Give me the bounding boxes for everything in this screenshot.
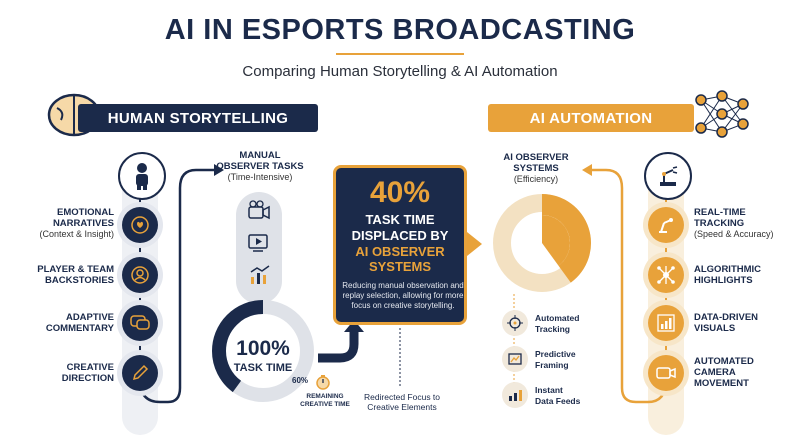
- manual-tasks-sub: (Time-Intensive): [227, 172, 293, 182]
- pencil-icon: [122, 355, 158, 391]
- remaining-creative-time: REMAINING CREATIVE TIME: [300, 393, 350, 408]
- center-stat-box: 40% TASK TIME DISPLACED BY AI OBSERVER S…: [333, 165, 467, 325]
- box-line-displaced: DISPLACED BY: [351, 228, 449, 243]
- video-camera-icon: [248, 200, 270, 220]
- ai-item-4: AUTOMATED CAMERA MOVEMENT: [694, 356, 798, 389]
- bar-chart-icon: [502, 382, 528, 408]
- ai-automation-banner: AI AUTOMATION: [488, 104, 694, 132]
- chart-icon: [648, 305, 684, 341]
- human-item-1-title: EMOTIONAL NARRATIVES: [52, 207, 114, 229]
- neural-network-icon: [695, 90, 749, 138]
- human-item-4-title: CREATIVE DIRECTION: [61, 362, 114, 384]
- ai-observer-title: AI OBSERVER SYSTEMS: [503, 152, 569, 174]
- human-item-3-title: ADAPTIVE COMMENTARY: [45, 312, 114, 334]
- ai-item-2-title: ALGORITHMIC HIGHLIGHTS: [694, 264, 762, 286]
- speech-bubble-icon: [122, 305, 158, 341]
- feature-instant-data-feeds: Instant Data Feeds: [535, 385, 581, 406]
- ai-item-1-sub: (Speed & Accuracy): [694, 229, 774, 239]
- manual-tasks-title: MANUAL OBSERVER TASKS: [216, 150, 304, 172]
- donut-label: TASK TIME: [233, 362, 293, 374]
- ai-observer-label: AI OBSERVER SYSTEMS (Efficiency): [494, 152, 578, 185]
- ai-item-2: ALGORITHMIC HIGHLIGHTS: [694, 264, 798, 286]
- title-divider: [336, 53, 464, 55]
- page-title: AI IN ESPORTS BROADCASTING: [164, 14, 636, 46]
- frame-icon: [502, 346, 528, 372]
- ai-item-4-title: AUTOMATED CAMERA MOVEMENT: [694, 356, 754, 389]
- robot-arm-icon: [644, 152, 692, 200]
- human-storytelling-banner: HUMAN STORYTELLING: [78, 104, 318, 132]
- analytics-chart-icon: [250, 265, 270, 284]
- replay-screen-icon: [248, 234, 268, 252]
- box-line-task-time: TASK TIME: [365, 212, 435, 227]
- target-icon: [502, 310, 528, 336]
- human-item-1: EMOTIONAL NARRATIVES (Context & Insight): [10, 207, 114, 240]
- player-profile-icon: [122, 257, 158, 293]
- heart-head-icon: [122, 207, 158, 243]
- ai-item-3-title: DATA-DRIVEN VISUALS: [694, 312, 759, 334]
- ai-observer-sub: (Efficiency): [513, 174, 559, 184]
- human-item-1-sub: (Context & Insight): [39, 229, 114, 239]
- manual-tasks-label: MANUAL OBSERVER TASKS (Time-Intensive): [212, 150, 308, 183]
- human-item-2: PLAYER & TEAM BACKSTORIES: [10, 264, 114, 286]
- ai-efficiency-donut: [493, 194, 591, 292]
- ai-item-3: DATA-DRIVEN VISUALS: [694, 312, 798, 334]
- displaced-percent: 40%: [369, 176, 431, 209]
- person-icon: [118, 152, 166, 200]
- feature-automated-tracking: Automated Tracking: [535, 313, 580, 334]
- ai-item-1-title: REAL-TIME TRACKING: [694, 207, 746, 229]
- page-subtitle: Comparing Human Storytelling & AI Automa…: [242, 63, 558, 80]
- human-item-2-title: PLAYER & TEAM BACKSTORIES: [37, 264, 114, 286]
- task-time-donut: [212, 300, 314, 402]
- ai-item-1: REAL-TIME TRACKING (Speed & Accuracy): [694, 207, 798, 240]
- box-line-ai-observer: AI OBSERVER SYSTEMS: [355, 244, 445, 274]
- remaining-percent: 60%: [292, 376, 309, 385]
- camera-icon: [648, 355, 684, 391]
- box-description: Reducing manual observation and replay s…: [342, 281, 464, 310]
- human-item-3: ADAPTIVE COMMENTARY: [10, 312, 114, 334]
- tracking-arm-icon: [648, 207, 684, 243]
- network-icon: [648, 257, 684, 293]
- redirect-label: Redirected Focus to Creative Elements: [363, 392, 441, 412]
- human-item-4: CREATIVE DIRECTION: [10, 362, 114, 384]
- feature-predictive-framing: Predictive Framing: [535, 349, 576, 370]
- stopwatch-icon: [316, 375, 330, 390]
- donut-percent: 100%: [236, 337, 290, 360]
